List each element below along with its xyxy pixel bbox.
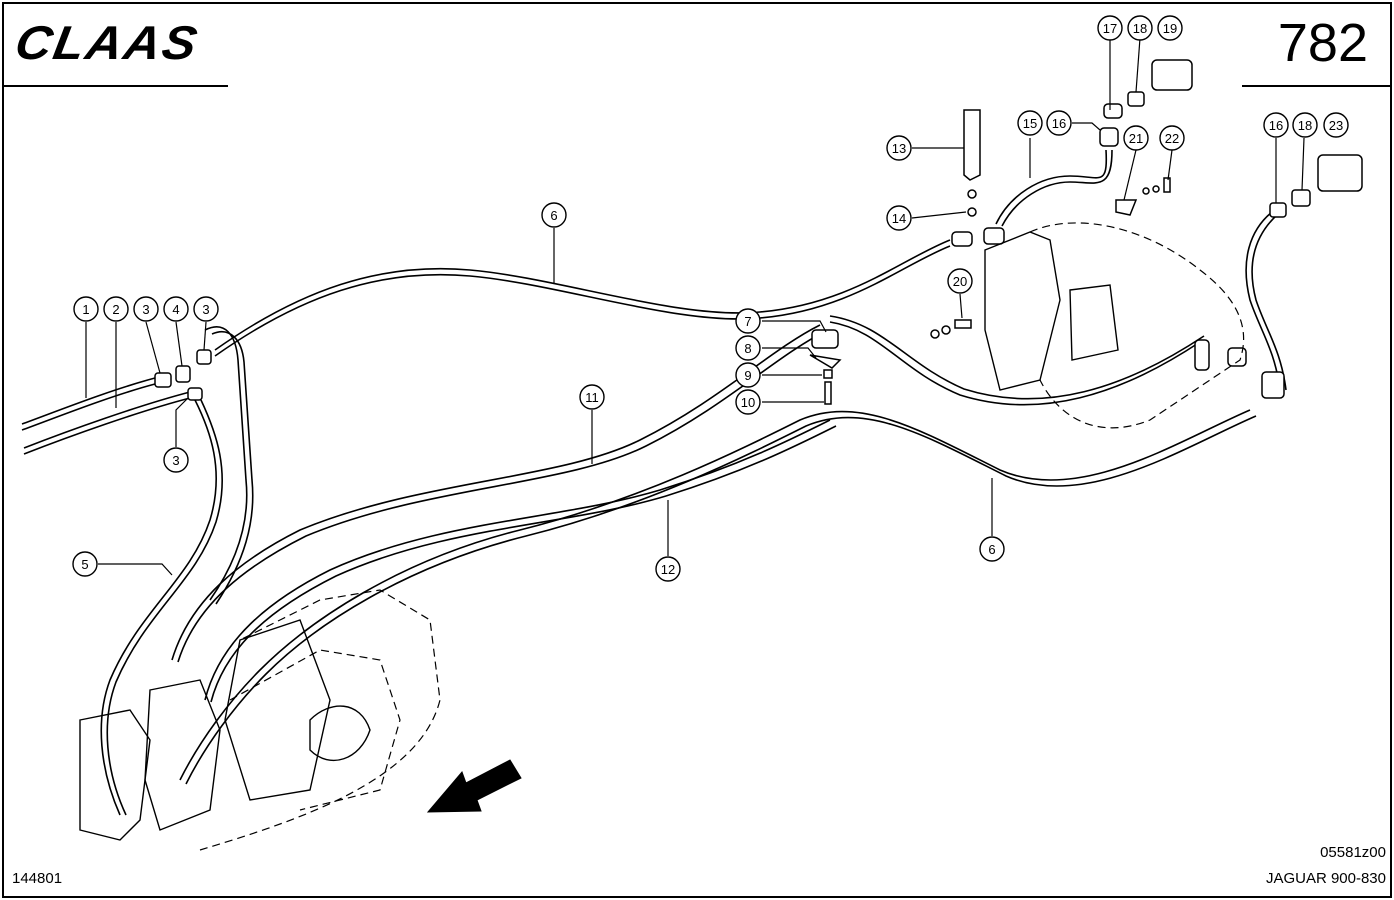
callout-21: 21 — [1123, 125, 1149, 151]
document-number: 144801 — [12, 870, 63, 887]
svg-text:12: 12 — [661, 562, 675, 577]
callout-11: 11 — [579, 384, 605, 410]
page-number: 782 — [1277, 13, 1368, 73]
svg-text:9: 9 — [744, 368, 751, 383]
callout-19: 19 — [1157, 15, 1183, 41]
svg-text:3: 3 — [202, 302, 209, 317]
svg-text:3: 3 — [142, 302, 149, 317]
machine-phantom-outline — [199, 222, 1245, 851]
svg-text:14: 14 — [892, 211, 906, 226]
callout-2: 2 — [103, 296, 129, 322]
svg-text:17: 17 — [1103, 21, 1117, 36]
drawing-code: 05581z00 — [1320, 844, 1386, 861]
callout-18: 18 — [1127, 15, 1153, 41]
callout-8: 8 — [735, 335, 761, 361]
callout-20: 20 — [947, 268, 973, 294]
callout-18-b: 18 — [1292, 112, 1318, 138]
svg-text:22: 22 — [1165, 131, 1179, 146]
svg-text:16: 16 — [1269, 118, 1283, 133]
svg-text:13: 13 — [892, 141, 906, 156]
callout-16-b: 16 — [1263, 112, 1289, 138]
callout-14: 14 — [886, 205, 912, 231]
svg-text:16: 16 — [1052, 116, 1066, 131]
svg-text:23: 23 — [1329, 118, 1343, 133]
callout-9: 9 — [735, 362, 761, 388]
callout-16: 16 — [1046, 110, 1072, 136]
callout-3-b: 3 — [193, 296, 219, 322]
callout-labels: 1 2 3 4 3 3 5 6 6 7 8 9 10 11 12 13 14 1… — [72, 15, 1349, 582]
svg-text:3: 3 — [172, 453, 179, 468]
svg-text:7: 7 — [744, 314, 751, 329]
machine-solid-outline — [79, 231, 1119, 841]
machine-model: JAGUAR 900-830 — [1265, 870, 1386, 887]
svg-text:20: 20 — [953, 274, 967, 289]
callout-7: 7 — [735, 308, 761, 334]
callout-3-c: 3 — [163, 447, 189, 473]
callout-17: 17 — [1097, 15, 1123, 41]
callout-22: 22 — [1159, 125, 1185, 151]
callout-6: 6 — [541, 202, 567, 228]
arrow-icon — [426, 759, 522, 813]
svg-text:8: 8 — [744, 341, 751, 356]
svg-text:1: 1 — [82, 302, 89, 317]
callout-13: 13 — [886, 135, 912, 161]
callout-4: 4 — [163, 296, 189, 322]
svg-text:11: 11 — [585, 390, 599, 405]
svg-text:18: 18 — [1133, 21, 1147, 36]
svg-text:15: 15 — [1023, 116, 1037, 131]
svg-text:18: 18 — [1298, 118, 1312, 133]
callout-1: 1 — [73, 296, 99, 322]
svg-text:4: 4 — [172, 302, 179, 317]
leader-lines — [85, 37, 1305, 576]
hose-lines — [21, 149, 1287, 816]
callout-10: 10 — [735, 389, 761, 415]
svg-text:5: 5 — [81, 557, 88, 572]
callout-23: 23 — [1323, 112, 1349, 138]
callout-5: 5 — [72, 551, 98, 577]
svg-text:19: 19 — [1163, 21, 1177, 36]
svg-text:10: 10 — [741, 395, 755, 410]
svg-text:21: 21 — [1129, 131, 1143, 146]
callout-12: 12 — [655, 556, 681, 582]
svg-text:6: 6 — [550, 208, 557, 223]
callout-15: 15 — [1017, 110, 1043, 136]
fittings — [154, 59, 1363, 405]
svg-text:6: 6 — [988, 542, 995, 557]
svg-text:2: 2 — [112, 302, 119, 317]
callout-6-b: 6 — [979, 536, 1005, 562]
callout-3: 3 — [133, 296, 159, 322]
